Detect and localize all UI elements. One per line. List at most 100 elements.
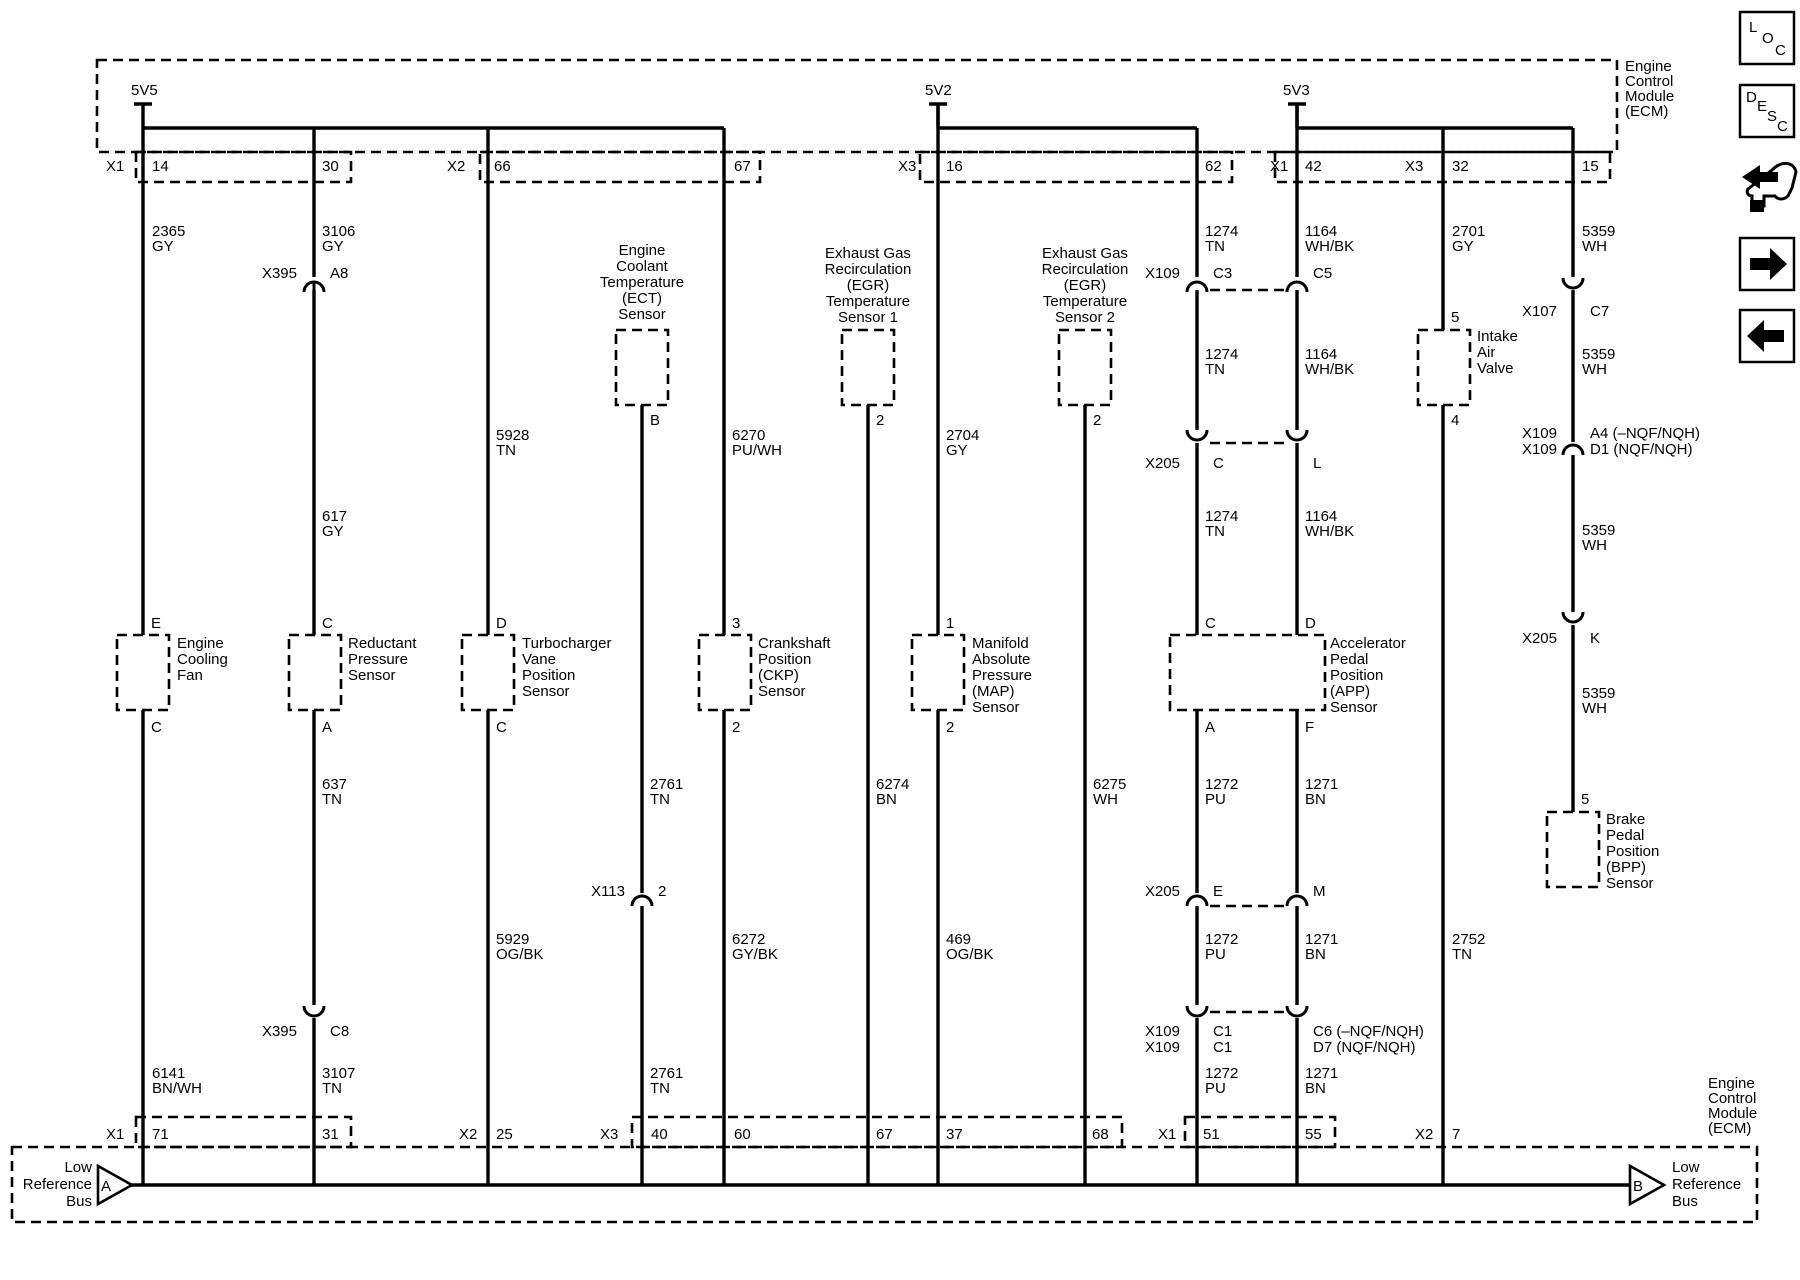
app-pin-c: C bbox=[1205, 615, 1216, 632]
wire-color: WH/BK bbox=[1305, 523, 1354, 540]
wire-color: TN bbox=[650, 1080, 670, 1097]
wire-label: 1274 bbox=[1205, 508, 1238, 525]
top-connector-x3: X3 bbox=[898, 158, 916, 175]
wire-label: 469 bbox=[946, 931, 971, 948]
ecm-top-label-2: Control bbox=[1625, 73, 1673, 90]
bus-a-arrow bbox=[96, 1163, 135, 1207]
x205-m-pin: M bbox=[1313, 883, 1326, 900]
wire-color: WH bbox=[1582, 361, 1607, 378]
app-pin-d: D bbox=[1305, 615, 1316, 632]
wire-color: GY bbox=[1452, 238, 1474, 255]
x109-c1-name-2: X109 bbox=[1145, 1039, 1180, 1056]
bottom-pin-31: 31 bbox=[322, 1126, 339, 1143]
arrow-left-icon bbox=[1747, 320, 1784, 352]
wire-color: TN bbox=[496, 442, 516, 459]
component-boxes bbox=[115, 328, 1601, 889]
wire-label: 2761 bbox=[650, 1065, 683, 1082]
app-label-4: (APP) bbox=[1330, 683, 1370, 700]
top-pin-14: 14 bbox=[152, 158, 169, 175]
bus-b-label-3: Bus bbox=[1672, 1193, 1698, 1210]
wire-color: TN bbox=[1452, 946, 1472, 963]
desc-letter-s: S bbox=[1767, 108, 1777, 125]
bpp-label-5: Sensor bbox=[1606, 875, 1654, 892]
wire-label: 637 bbox=[322, 776, 347, 793]
wire-label: 5359 bbox=[1582, 685, 1615, 702]
top-pin-15: 15 bbox=[1582, 158, 1599, 175]
egr1-label-3: (EGR) bbox=[847, 277, 890, 294]
desc-button[interactable]: D E S C bbox=[1738, 83, 1796, 139]
iav-label-1: Intake bbox=[1477, 328, 1518, 345]
egr2-label-2: Recirculation bbox=[1042, 261, 1129, 278]
top-connector-x2: X2 bbox=[447, 158, 465, 175]
egr1-label-5: Sensor 1 bbox=[838, 309, 898, 326]
wire-color: TN bbox=[1205, 361, 1225, 378]
wire-label: 5359 bbox=[1582, 223, 1615, 240]
app-box bbox=[1168, 633, 1327, 712]
iav-label-2: Air bbox=[1477, 344, 1495, 361]
x395-bottom-pin: C8 bbox=[330, 1023, 349, 1040]
previous-page-button[interactable] bbox=[1738, 308, 1796, 364]
fan-pin-bottom: C bbox=[151, 719, 162, 736]
x109-c1-pin-1: C1 bbox=[1213, 1023, 1232, 1040]
supply-5v3: 5V3 bbox=[1283, 82, 1310, 99]
bus-b-arrow bbox=[1628, 1163, 1667, 1207]
ckp-pin-top: 3 bbox=[732, 615, 740, 632]
wire-label: 1272 bbox=[1205, 776, 1238, 793]
wire-color: TN bbox=[1205, 523, 1225, 540]
ect-box bbox=[614, 328, 670, 407]
x205-k-pin: K bbox=[1590, 630, 1600, 647]
bottom-pin-51: 51 bbox=[1203, 1126, 1220, 1143]
wire-label: 1274 bbox=[1205, 346, 1238, 363]
x107-pin: C7 bbox=[1590, 303, 1609, 320]
vane-label-2: Vane bbox=[522, 651, 556, 668]
wire-label: 5359 bbox=[1582, 522, 1615, 539]
wire-color: OG/BK bbox=[496, 946, 544, 963]
wire-label: 1272 bbox=[1205, 1065, 1238, 1082]
wire-label: 6272 bbox=[732, 931, 765, 948]
wire-labels: 2365 GY 6141 BN/WH 3106 GY 617 GY 637 TN… bbox=[152, 223, 1615, 1097]
bottom-pin-67: 67 bbox=[876, 1126, 893, 1143]
x113-name: X113 bbox=[591, 883, 625, 900]
wire-color: PU/WH bbox=[732, 442, 782, 459]
vane-pin-top: D bbox=[496, 615, 507, 632]
bpp-label-1: Brake bbox=[1606, 811, 1645, 828]
loc-button[interactable]: L O C bbox=[1738, 10, 1796, 66]
bottom-connector-x3: X3 bbox=[600, 1126, 618, 1143]
wire-label: 1271 bbox=[1305, 931, 1338, 948]
map-pin-bottom: 2 bbox=[946, 719, 954, 736]
ect-label-3: Temperature bbox=[600, 274, 684, 291]
bottom-connector-x2b: X2 bbox=[1415, 1126, 1433, 1143]
bottom-pin-68: 68 bbox=[1092, 1126, 1109, 1143]
wire-color: GY/BK bbox=[732, 946, 778, 963]
desc-letter-c: C bbox=[1777, 118, 1788, 135]
ecm-top-label-4: (ECM) bbox=[1625, 103, 1668, 120]
wire-label: 1274 bbox=[1205, 223, 1238, 240]
wire-color: GY bbox=[322, 523, 344, 540]
x395-top-name: X395 bbox=[262, 265, 297, 282]
ckp-box bbox=[697, 633, 753, 712]
app-pin-a: A bbox=[1205, 719, 1215, 736]
x109-c5-pin: C5 bbox=[1313, 265, 1332, 282]
map-label-5: Sensor bbox=[972, 699, 1020, 716]
egr2-label-5: Sensor 2 bbox=[1055, 309, 1115, 326]
map-label-2: Absolute bbox=[972, 651, 1030, 668]
next-page-button[interactable] bbox=[1738, 236, 1796, 292]
iav-label-3: Valve bbox=[1477, 360, 1513, 377]
egr2-label-4: Temperature bbox=[1043, 293, 1127, 310]
top-connector-x1: X1 bbox=[106, 158, 124, 175]
x113-pin: 2 bbox=[658, 883, 666, 900]
wire-label: 2752 bbox=[1452, 931, 1485, 948]
x109-c3-pin: C3 bbox=[1213, 265, 1232, 282]
wire-color: BN bbox=[1305, 791, 1326, 808]
wire-label: 1272 bbox=[1205, 931, 1238, 948]
wire-label: 5928 bbox=[496, 427, 529, 444]
wire-color: WH/BK bbox=[1305, 238, 1354, 255]
x109-a4-name-2: X109 bbox=[1522, 441, 1557, 458]
wire-label: 3106 bbox=[322, 223, 355, 240]
bpp-label-2: Pedal bbox=[1606, 827, 1644, 844]
connector-view-button[interactable] bbox=[1742, 162, 1798, 212]
app-label-1: Accelerator bbox=[1330, 635, 1406, 652]
wire-label: 2704 bbox=[946, 427, 979, 444]
top-pin-32: 32 bbox=[1452, 158, 1469, 175]
